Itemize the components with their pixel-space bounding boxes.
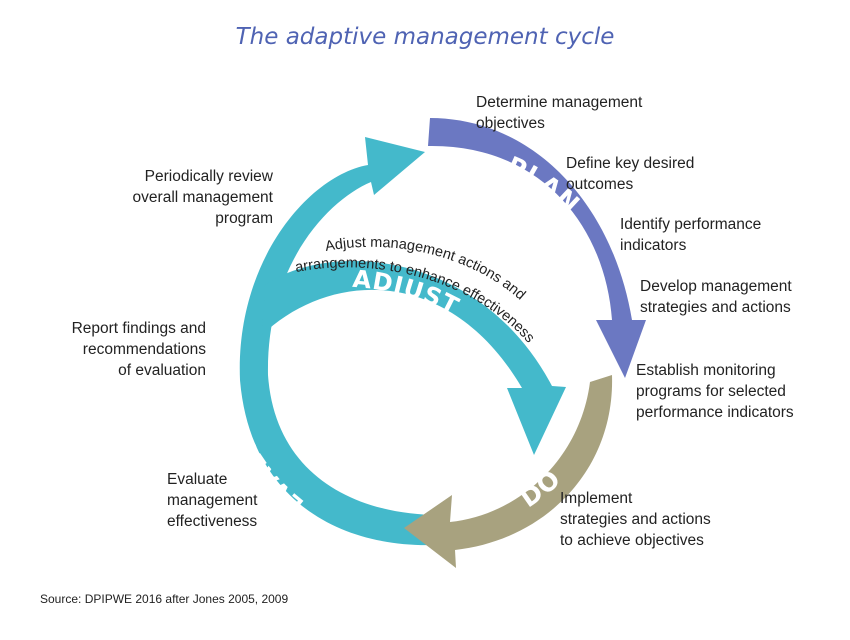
adjust-arrow <box>262 260 566 455</box>
diagram-title: The adaptive management cycle <box>235 24 615 50</box>
source-citation: Source: DPIPWE 2016 after Jones 2005, 20… <box>40 592 289 606</box>
do-arrow <box>404 375 613 568</box>
evaluate-step-report-findings: Report findings and recommendations of e… <box>71 320 206 379</box>
do-step-implement: Implement strategies and actions to achi… <box>560 490 711 549</box>
plan-step-identify-indicators: Identify performance indicators <box>620 216 762 254</box>
evaluate-step-evaluate-effectiveness: Evaluate management effectiveness <box>167 471 258 530</box>
do-step-establish-monitoring: Establish monitoring programs for select… <box>636 362 794 421</box>
plan-step-develop-strategies: Develop management strategies and action… <box>640 278 792 316</box>
evaluate-learn-arrow <box>239 137 440 546</box>
plan-step-define-outcomes: Define key desired outcomes <box>566 155 695 193</box>
plan-step-determine-objectives: Determine management objectives <box>476 94 643 132</box>
plan-arrow <box>428 118 646 378</box>
evaluate-step-periodic-review: Periodically review overall management p… <box>132 168 273 227</box>
